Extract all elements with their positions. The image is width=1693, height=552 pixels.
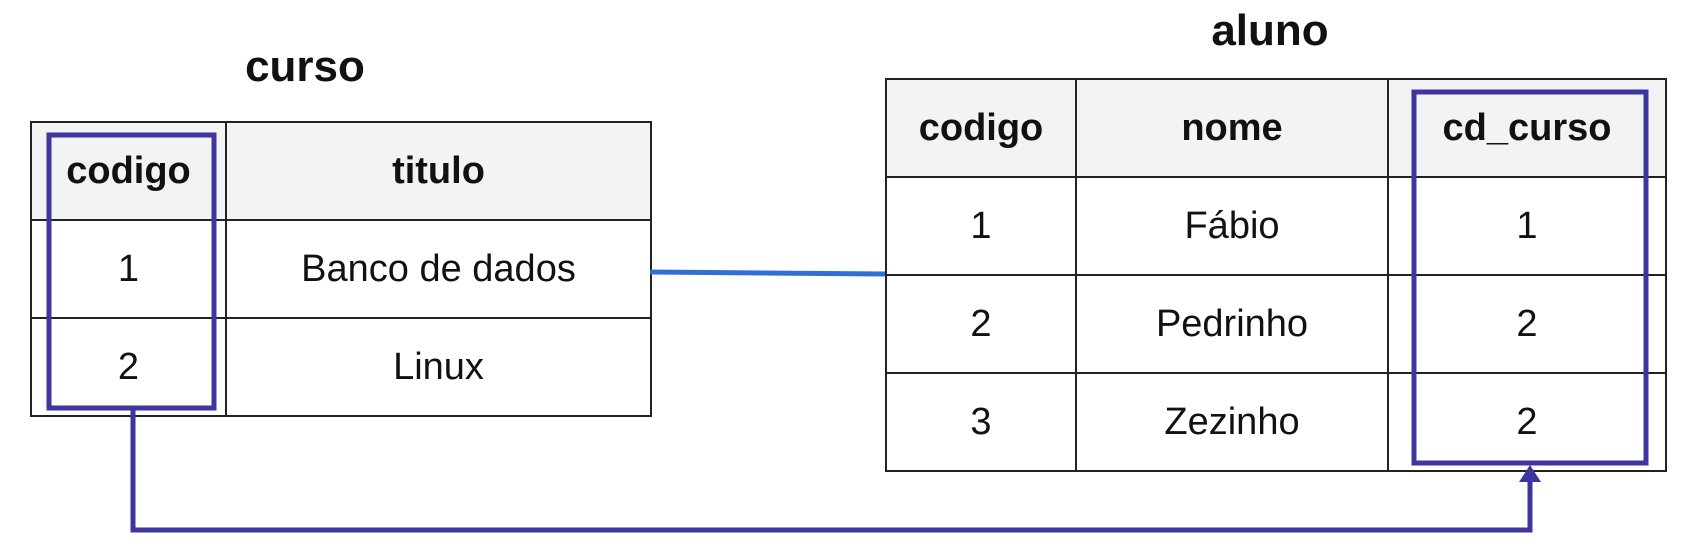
column-header: cd_curso	[1387, 78, 1667, 178]
column-header: codigo	[30, 121, 227, 221]
aluno-table: codigo nome cd_curso 1 Fábio 1 2 Pedrinh…	[885, 78, 1667, 472]
column-header: codigo	[885, 78, 1077, 178]
table-cell: Linux	[225, 317, 652, 417]
aluno-table-title: aluno	[1211, 6, 1329, 55]
table-cell: 1	[885, 176, 1077, 276]
table-cell: Zezinho	[1075, 372, 1389, 472]
curso-table-title: curso	[245, 42, 365, 91]
table-cell: 2	[885, 274, 1077, 374]
table-header-row: codigo nome cd_curso	[885, 78, 1667, 178]
table-cell: 2	[1387, 372, 1667, 472]
table-cell: Banco de dados	[225, 219, 652, 319]
table-row: 1 Fábio 1	[885, 176, 1667, 276]
table-connector-line	[649, 269, 886, 277]
table-row: 1 Banco de dados	[30, 219, 652, 319]
table-cell: 2	[1387, 274, 1667, 374]
table-row: 3 Zezinho 2	[885, 372, 1667, 472]
curso-table: codigo titulo 1 Banco de dados 2 Linux	[30, 121, 652, 417]
table-row: 2 Linux	[30, 317, 652, 417]
column-header: titulo	[225, 121, 652, 221]
table-cell: 2	[30, 317, 227, 417]
table-cell: 1	[1387, 176, 1667, 276]
table-header-row: codigo titulo	[30, 121, 652, 221]
table-cell: Fábio	[1075, 176, 1389, 276]
table-cell: 1	[30, 219, 227, 319]
column-header: nome	[1075, 78, 1389, 178]
table-cell: 3	[885, 372, 1077, 472]
table-cell: Pedrinho	[1075, 274, 1389, 374]
table-row: 2 Pedrinho 2	[885, 274, 1667, 374]
